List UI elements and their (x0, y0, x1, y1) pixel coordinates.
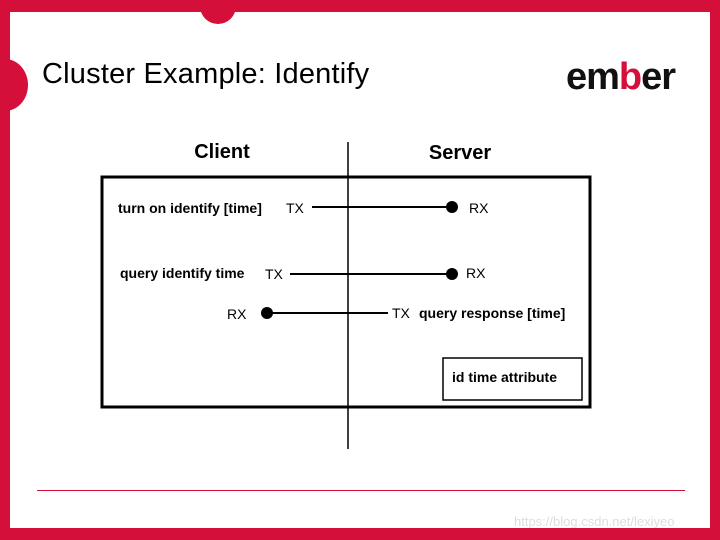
row-3-label: query response [time] (419, 305, 565, 321)
ember-logo: ember (566, 56, 676, 99)
client-heading: Client (194, 141, 250, 163)
row-2-server-tag: RX (466, 265, 486, 281)
row-3-client-tag: RX (227, 306, 247, 322)
logo-text-accent: b (618, 56, 642, 98)
row-1-server-tag: RX (469, 200, 489, 216)
footer-divider (37, 490, 685, 491)
logo-text-end: er (641, 56, 676, 98)
attribute-box (442, 357, 583, 401)
side-decoration (10, 59, 28, 111)
row-3-server-tag: TX (392, 305, 411, 321)
top-decoration (200, 12, 236, 24)
row-2-endpoint (446, 268, 458, 280)
diagram-frame (100, 175, 592, 409)
watermark-text: https://blog.csdn.net/lexiyeo (514, 514, 675, 529)
row-1-client-tag: TX (286, 200, 305, 216)
row-1-endpoint (446, 201, 458, 213)
server-heading: Server (429, 142, 491, 164)
row-2-label: query identify time (120, 265, 245, 281)
attribute-box-label: id time attribute (452, 369, 557, 385)
identify-sequence-diagram: Client Server turn on identify [time] TX… (100, 141, 592, 449)
row-2-client-tag: TX (265, 266, 284, 282)
row-1-label: turn on identify [time] (118, 200, 262, 216)
page-title: Cluster Example: Identify (42, 58, 370, 90)
logo-text-start: em (566, 56, 620, 98)
